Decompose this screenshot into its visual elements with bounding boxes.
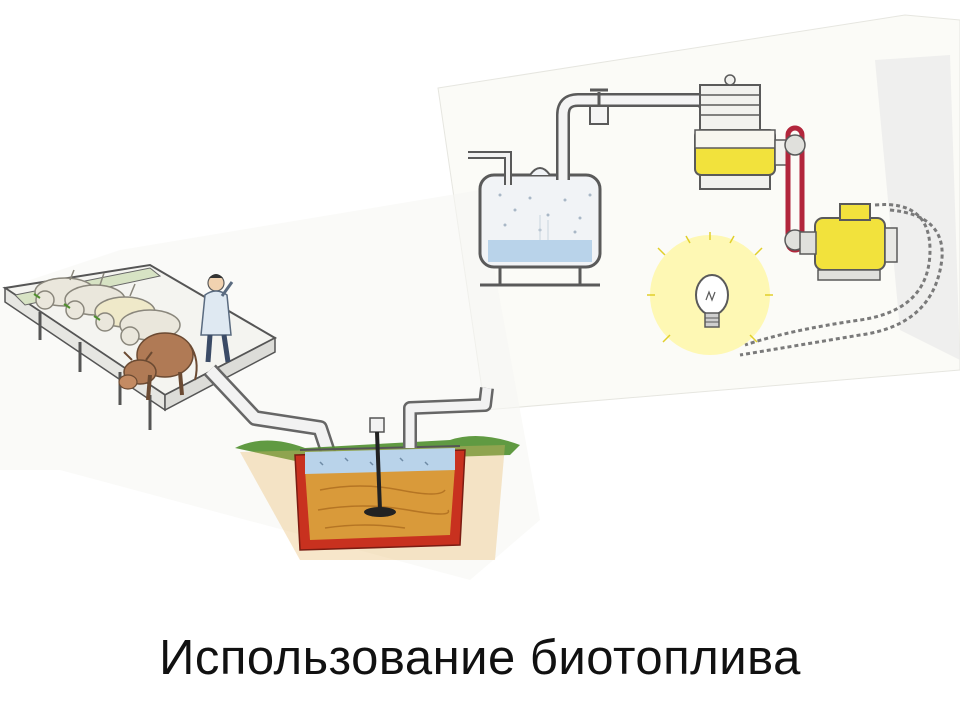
farmer [200, 274, 234, 363]
gas-pipe-outlet [403, 387, 494, 448]
fermentation-pit [235, 417, 520, 560]
gas-engine [694, 74, 790, 190]
gas-valve [556, 88, 719, 180]
cow [118, 332, 198, 401]
gas-holder-tank [468, 151, 602, 287]
electric-cable [739, 203, 944, 357]
biogas-system-illustration [2, 14, 960, 560]
herd [33, 269, 181, 346]
generator [799, 203, 898, 281]
light-bulb [647, 232, 773, 355]
manure-chute [204, 364, 338, 461]
slide-caption: Использование биотоплива [159, 631, 801, 685]
